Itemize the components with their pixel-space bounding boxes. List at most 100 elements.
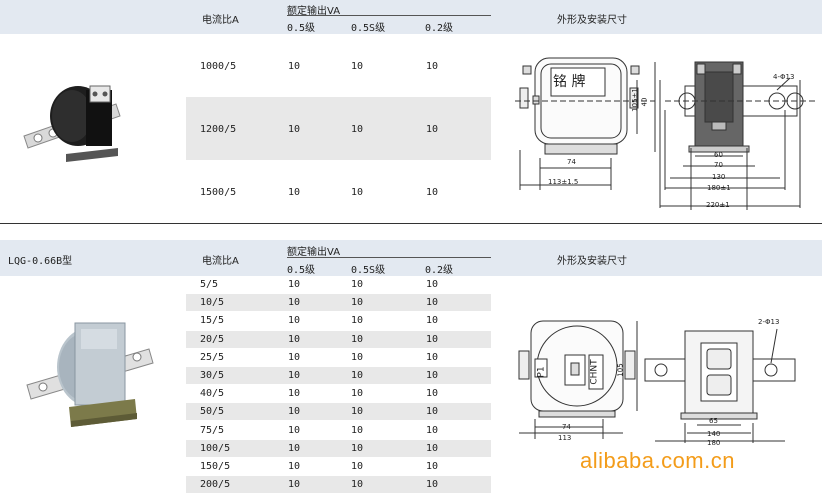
cell-c05s: 10 (351, 315, 364, 326)
dimension-drawing-1 (515, 57, 815, 210)
row-shade (186, 331, 491, 348)
cell-c05: 10 (288, 315, 301, 326)
row-shade (186, 97, 491, 160)
cell-c02: 10 (426, 425, 439, 436)
cell-c02: 10 (426, 461, 439, 472)
cell-ratio: 5/5 (200, 279, 219, 290)
dim-74: 74 (562, 423, 571, 431)
cell-c05s: 10 (351, 334, 364, 345)
cell-c02: 10 (426, 388, 439, 399)
cell-c05: 10 (288, 443, 301, 454)
cell-c05: 10 (288, 406, 301, 417)
cell-ratio: 50/5 (200, 406, 225, 417)
header-ratio: 电流比A (202, 15, 239, 26)
cell-c05: 10 (288, 461, 301, 472)
cell-ratio: 10/5 (200, 297, 225, 308)
header-band (0, 240, 822, 276)
dim-180: 180 (707, 439, 721, 447)
dimension-drawing-2 (518, 320, 796, 443)
cell-c02: 10 (426, 61, 439, 72)
cell-c05s: 10 (351, 124, 364, 135)
row-shade (186, 294, 491, 311)
header-class-02: 0.2级 (425, 23, 454, 34)
header-rated-output: 额定输出VA (287, 247, 341, 258)
cell-c05: 10 (288, 279, 301, 290)
header-divider (287, 15, 491, 16)
cell-c02: 10 (426, 297, 439, 308)
header-dimensions: 外形及安装尺寸 (557, 256, 627, 267)
header-dimensions: 外形及安装尺寸 (557, 15, 627, 26)
cell-ratio: 75/5 (200, 425, 225, 436)
header-class-02: 0.2级 (425, 265, 454, 276)
cell-c05: 10 (288, 297, 301, 308)
cell-c05s: 10 (351, 297, 364, 308)
dim-105: 105±1 (630, 88, 639, 112)
cell-c05: 10 (288, 124, 301, 135)
cell-c02: 10 (426, 406, 439, 417)
header-class-05: 0.5级 (287, 265, 316, 276)
cell-ratio: 30/5 (200, 370, 225, 381)
cell-c05s: 10 (351, 461, 364, 472)
cell-ratio: 1200/5 (200, 124, 237, 135)
cell-c02: 10 (426, 187, 439, 198)
cell-c05s: 10 (351, 352, 364, 363)
cell-c05: 10 (288, 425, 301, 436)
dim-60: 60 (714, 151, 723, 159)
cell-c05: 10 (288, 187, 301, 198)
cell-c02: 10 (426, 479, 439, 490)
row-shade (186, 440, 491, 457)
dim-70: 70 (714, 161, 723, 169)
header-divider (287, 257, 491, 258)
dim-65: 65 (709, 417, 718, 425)
header-class-05s: 0.5S级 (351, 265, 386, 276)
cell-ratio: 40/5 (200, 388, 225, 399)
header-band (0, 0, 822, 34)
section-divider (0, 223, 822, 224)
cell-c05: 10 (288, 479, 301, 490)
cell-c05: 10 (288, 352, 301, 363)
product-photo-1 (23, 85, 121, 162)
cell-c05s: 10 (351, 479, 364, 490)
cell-c02: 10 (426, 315, 439, 326)
dim-hole-2: 2-Φ13 (758, 318, 780, 326)
cell-c02: 10 (426, 124, 439, 135)
row-shade (186, 403, 491, 420)
cell-ratio: 20/5 (200, 334, 225, 345)
header-ratio: 电流比A (202, 256, 239, 267)
cell-ratio: 1500/5 (200, 187, 237, 198)
cell-c05: 10 (288, 334, 301, 345)
cell-c02: 10 (426, 334, 439, 345)
dim-hole-1: 4-Φ13 (773, 73, 795, 81)
label-p1: P1 (536, 366, 547, 378)
dim-113: 113 (558, 434, 572, 442)
cell-c05s: 10 (351, 388, 364, 399)
nameplate-label: 铭 牌 (553, 74, 586, 90)
cell-ratio: 1000/5 (200, 61, 237, 72)
cell-c02: 10 (426, 352, 439, 363)
cell-ratio: 25/5 (200, 352, 225, 363)
cell-ratio: 150/5 (200, 461, 231, 472)
cell-c05: 10 (288, 61, 301, 72)
header-rated-output: 额定输出VA (287, 6, 341, 17)
dim-74: 74 (567, 158, 576, 166)
cell-c05s: 10 (351, 279, 364, 290)
cell-ratio: 100/5 (200, 443, 231, 454)
dim-40: 40 (640, 97, 649, 107)
watermark: alibaba.com.cn (580, 448, 735, 473)
cell-c02: 10 (426, 279, 439, 290)
cell-c05s: 10 (351, 187, 364, 198)
cell-c02: 10 (426, 370, 439, 381)
cell-c05s: 10 (351, 406, 364, 417)
dim-113: 113±1.5 (548, 178, 579, 186)
cell-ratio: 15/5 (200, 315, 225, 326)
dim-140: 140 (707, 430, 721, 438)
cell-c02: 10 (426, 443, 439, 454)
cell-c05s: 10 (351, 61, 364, 72)
header-class-05: 0.5级 (287, 23, 316, 34)
cell-c05s: 10 (351, 425, 364, 436)
row-shade (186, 476, 491, 493)
label-chnt: CHNT (589, 359, 600, 385)
row-shade (186, 367, 491, 384)
cell-c05s: 10 (351, 443, 364, 454)
model-label: LQG-0.66B型 (8, 256, 73, 267)
